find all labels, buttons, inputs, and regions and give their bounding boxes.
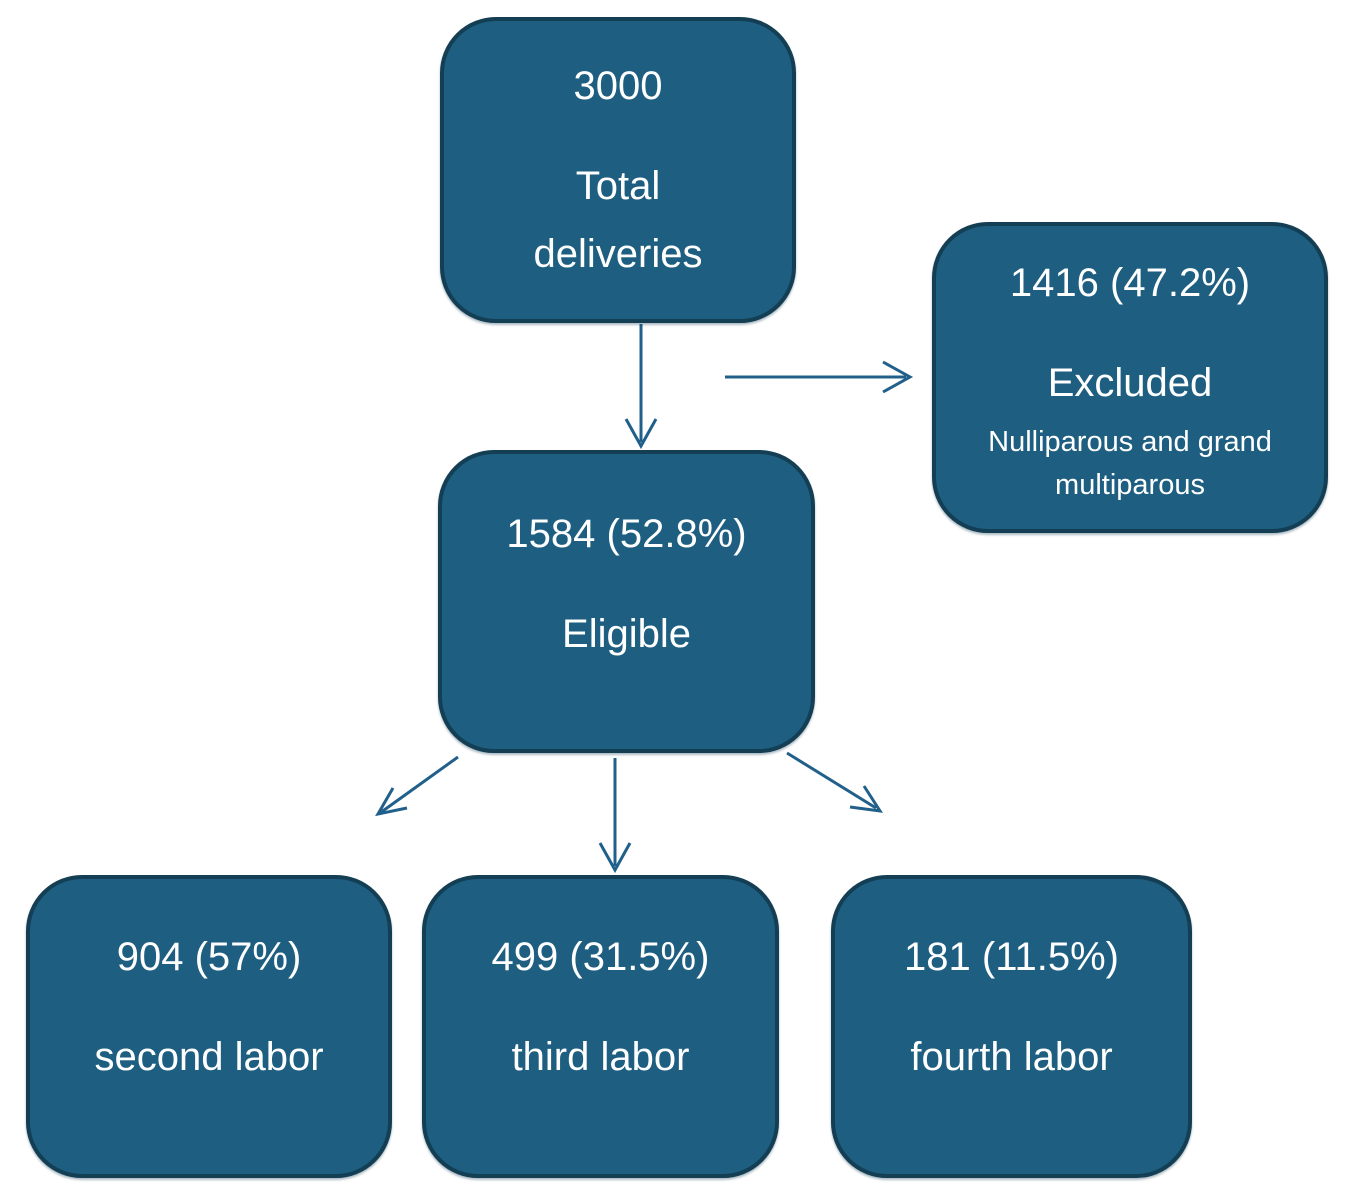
fourth-labor-label: fourth labor [910,1034,1113,1079]
excluded-sublabel: Nulliparous and grand multiparous [988,426,1272,501]
excluded-count: 1416 (47.2%) [1009,261,1251,306]
total-deliveries-count: 3000 [573,64,663,108]
arrow-eligible-to-fourth-labor [786,751,884,813]
second-labor-count: 904 (57%) [116,934,302,979]
third-labor-label: third labor [511,1034,690,1079]
arrow-eligible-to-third-labor [598,758,632,874]
excluded-label: Excluded [1047,361,1213,406]
arrow-eligible-to-second-labor [375,755,459,817]
node-fourth-labor: 181 (11.5%) fourth labor [831,875,1192,1178]
node-total-deliveries: 3000 Total deliveries [440,17,796,323]
total-deliveries-label: Total deliveries [533,164,703,276]
third-labor-count: 499 (31.5%) [491,934,710,979]
arrow-total-to-excluded [725,360,914,394]
arrow-total-to-eligible [624,324,658,450]
node-eligible: 1584 (52.8%) Eligible [438,450,815,753]
second-labor-label: second labor [94,1034,324,1079]
eligible-count: 1584 (52.8%) [506,512,747,556]
node-third-labor: 499 (31.5%) third labor [422,875,779,1178]
fourth-labor-count: 181 (11.5%) [904,934,1119,979]
node-second-labor: 904 (57%) second labor [26,875,392,1178]
eligible-label: Eligible [562,612,691,656]
node-excluded: 1416 (47.2%) Excluded Nulliparous and gr… [932,222,1328,533]
